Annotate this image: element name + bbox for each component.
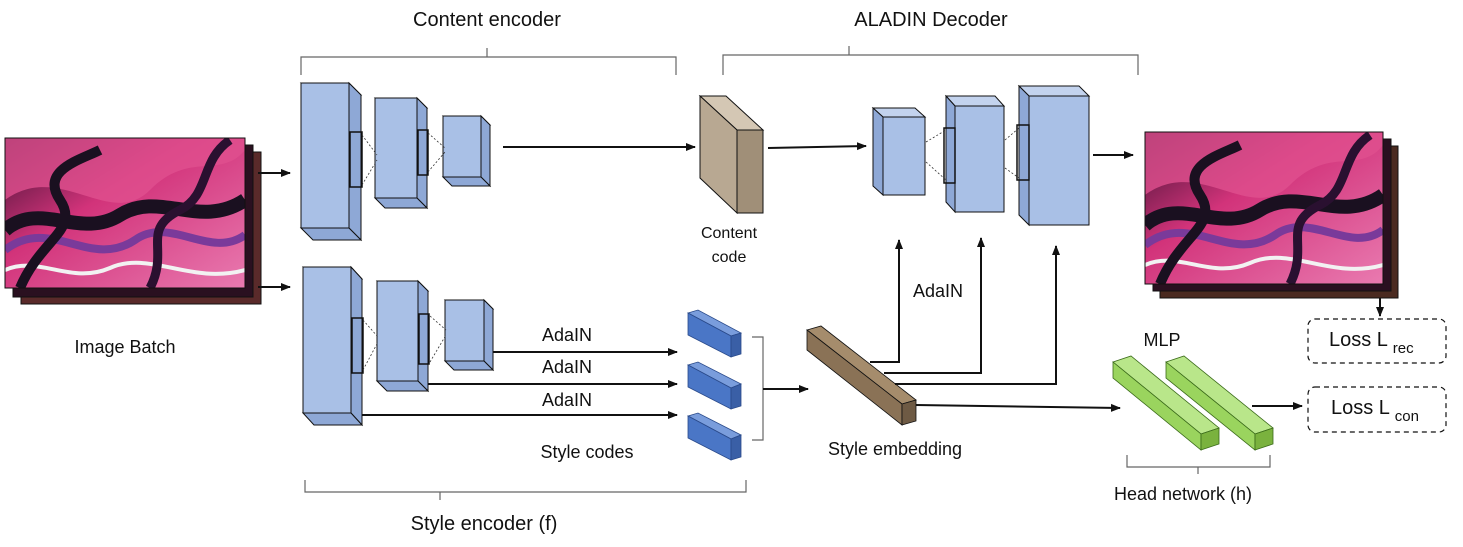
aladin-decoder-brace [722, 46, 1139, 75]
style-encoder-label: Style encoder (f) [411, 513, 558, 535]
loss-rec-label: Loss L [1329, 329, 1388, 351]
style-codes-brace [752, 336, 764, 441]
adain-arrow-decoder-2 [884, 237, 985, 374]
style-encoder-blocks [301, 265, 495, 427]
head-network-label: Head network (h) [1114, 484, 1252, 504]
style-embedding-bar [806, 325, 917, 426]
style-encoder-brace [304, 480, 747, 500]
style-embedding-label: Style embedding [828, 439, 962, 459]
loss-rec-box: Loss L rec [1307, 318, 1447, 364]
adain-arrow-decoder-3 [895, 245, 1060, 385]
output-image-batch [1144, 131, 1399, 299]
image-batch-label: Image Batch [74, 337, 175, 357]
aladin-decoder-label: ALADIN Decoder [854, 9, 1008, 31]
arrow-to-decoder [767, 142, 867, 151]
content-code-block [698, 94, 765, 215]
style-code-cubes [686, 309, 743, 461]
style-codes-label: Style codes [540, 442, 633, 462]
adain-label-1: AdaIN [542, 325, 592, 345]
mlp-layers [1112, 355, 1274, 451]
content-encoder-label: Content encoder [413, 9, 561, 31]
adain-label-2: AdaIN [542, 357, 592, 377]
arrow-to-mlp [915, 403, 1121, 412]
content-code-label-line2: code [712, 249, 747, 266]
input-image-artwork [5, 138, 245, 288]
content-encoder-blocks [299, 81, 492, 242]
svg-text:Loss L rec: Loss L rec [1329, 329, 1414, 357]
mlp-label: MLP [1143, 330, 1180, 350]
input-image-batch [4, 137, 262, 305]
svg-text:Loss L con: Loss L con [1331, 397, 1419, 425]
adain-label-3: AdaIN [542, 390, 592, 410]
loss-con-label: Loss L [1331, 397, 1390, 419]
head-network-brace [1126, 455, 1271, 474]
adain-decoder-label: AdaIN [913, 281, 963, 301]
loss-con-box: Loss L con [1307, 386, 1447, 433]
output-image-artwork [1145, 132, 1383, 284]
content-encoder-brace [300, 48, 677, 75]
adain-arrow-decoder-1 [870, 239, 903, 363]
loss-con-subscript: con [1395, 408, 1419, 425]
loss-rec-subscript: rec [1393, 340, 1414, 357]
decoder-blocks [871, 84, 1091, 227]
content-code-label-line1: Content [701, 225, 758, 242]
